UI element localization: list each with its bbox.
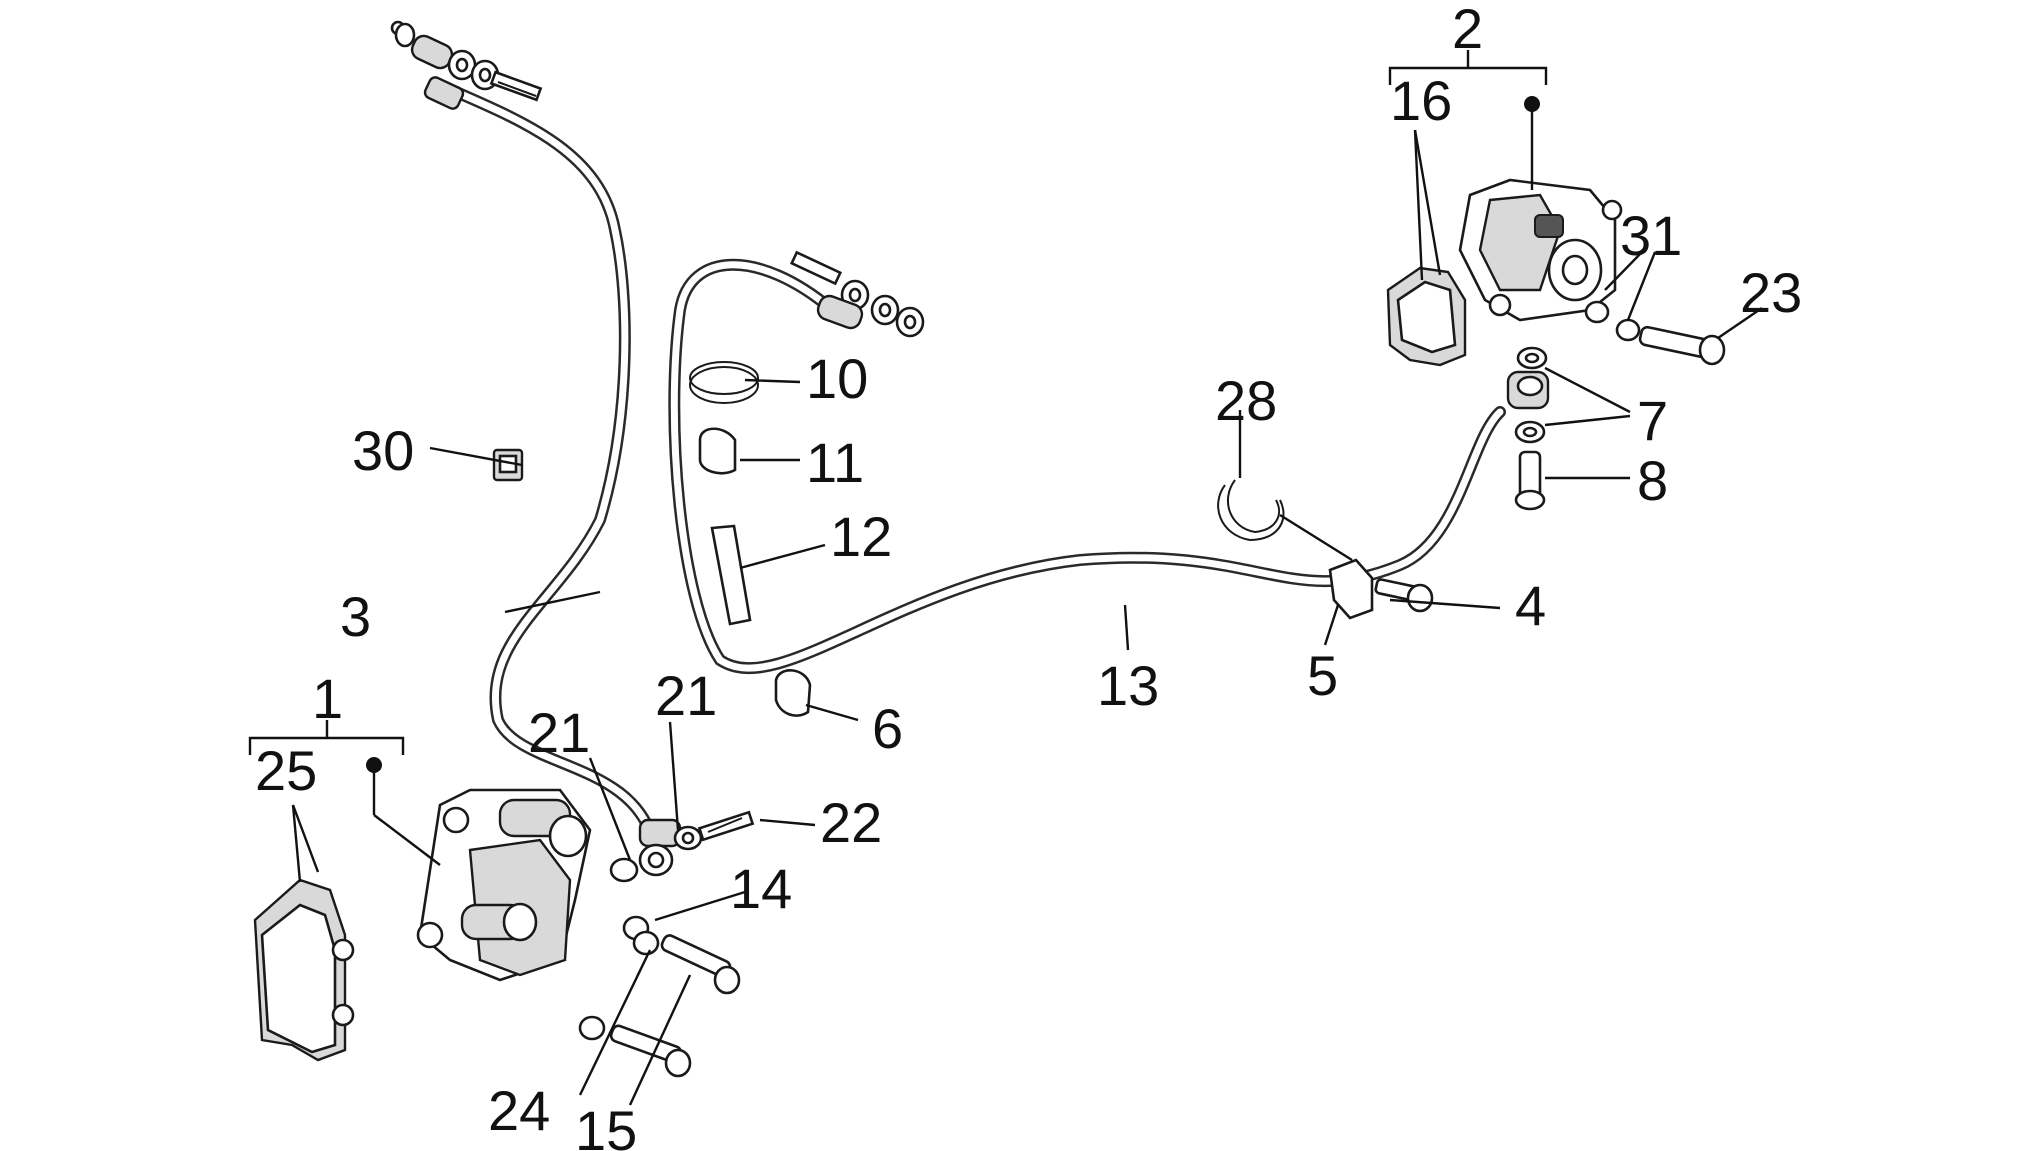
bracket-5: [1328, 558, 1374, 620]
label-3: 3: [340, 585, 371, 648]
label-13: 13: [1097, 654, 1159, 717]
label-24: 24: [488, 1079, 550, 1142]
label-31: 31: [1620, 204, 1682, 267]
label-7: 7: [1637, 389, 1668, 452]
label-12: 12: [830, 505, 892, 568]
leader-lines: [291, 104, 1763, 1106]
label-21a: 21: [528, 701, 590, 764]
label-16: 16: [1390, 69, 1452, 132]
callout-labels: 1 2 3 4 5 6 7 8 10 11 12 13 14 15 16 21 …: [255, 0, 1802, 1151]
front-brake-caliper: [416, 788, 592, 982]
hose13-top-fitting: [789, 250, 925, 338]
label-11: 11: [806, 431, 864, 494]
front-caliper-bolts: [578, 915, 741, 1078]
label-1: 1: [312, 667, 343, 730]
protective-sleeve-12: [710, 524, 752, 626]
bolt-4: [1374, 578, 1434, 613]
label-5: 5: [1307, 644, 1338, 707]
rear-banjo-fitting: [1506, 346, 1550, 511]
clip-30: [492, 448, 524, 482]
rear-brake-hose: [668, 258, 1506, 675]
hose3-top-fitting: [390, 20, 543, 110]
rear-caliper-bolt: [1584, 300, 1726, 366]
label-8: 8: [1637, 449, 1668, 512]
clamp-band-28: [1217, 479, 1285, 542]
label-4: 4: [1515, 574, 1546, 637]
label-30: 30: [352, 419, 414, 482]
rear-brake-pads: [1386, 266, 1467, 367]
label-25: 25: [255, 739, 317, 802]
label-10: 10: [806, 347, 868, 410]
front-banjo-fitting: [609, 810, 755, 883]
label-28: 28: [1215, 369, 1277, 432]
label-15: 15: [575, 1099, 637, 1151]
label-14: 14: [730, 857, 792, 920]
label-6: 6: [872, 697, 903, 760]
label-23: 23: [1740, 261, 1802, 324]
rear-brake-caliper: [1458, 178, 1623, 322]
label-21b: 21: [655, 664, 717, 727]
hose-clamp-6: [774, 669, 812, 717]
front-brake-hose: [434, 79, 661, 856]
hose-clamp-11: [698, 427, 737, 475]
front-brake-pads: [253, 878, 355, 1062]
hose-clip-10: [689, 361, 759, 404]
label-2: 2: [1452, 0, 1483, 60]
label-22: 22: [820, 791, 882, 854]
